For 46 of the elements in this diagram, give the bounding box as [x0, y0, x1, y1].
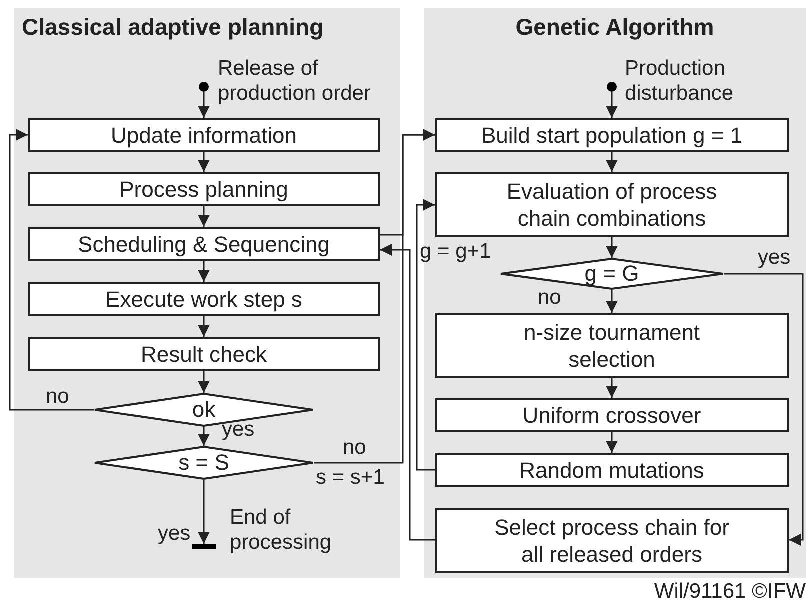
- process-box: Result check: [28, 337, 380, 371]
- end-bar: [192, 544, 216, 549]
- edge-label: yes: [158, 522, 191, 546]
- arrow: [198, 427, 210, 446]
- process-box: Scheduling & Sequencing: [28, 227, 380, 261]
- process-box: Build start population g = 1: [435, 118, 789, 152]
- process-box: Execute work step s: [28, 282, 380, 316]
- panel-heading: Genetic Algorithm: [514, 13, 716, 42]
- arrow: [606, 432, 618, 453]
- edge-label: g = g+1: [420, 240, 492, 264]
- arrow: [606, 237, 618, 258]
- process-box: Update information: [28, 118, 380, 152]
- process-box: Random mutations: [435, 453, 789, 487]
- process-box: n-size tournament selection: [435, 313, 789, 378]
- process-box: Evaluation of process chain combinations: [435, 172, 789, 237]
- edge-label: yes: [758, 246, 791, 270]
- edge-label: no: [46, 385, 70, 409]
- process-box: Process planning: [28, 172, 380, 206]
- panel: [14, 8, 400, 578]
- arrow: [606, 378, 618, 398]
- panel-heading: Classical adaptive planning: [22, 13, 324, 42]
- arrow: [198, 152, 210, 172]
- decision-diamond: g = G: [500, 258, 724, 290]
- decision-diamond: s = S: [94, 446, 314, 480]
- note-text: Wil/91161 ©IFW: [654, 580, 806, 604]
- beside-text: End of processing: [230, 505, 333, 555]
- arrow: [198, 371, 210, 393]
- note-text: s = s+1: [316, 466, 385, 490]
- arrow: [9, 129, 94, 411]
- process-box: Select process chain for all released orders: [435, 508, 789, 573]
- arrow: [198, 480, 210, 544]
- arrow: [198, 316, 210, 337]
- arrow: [606, 92, 618, 118]
- arrow: [198, 92, 210, 118]
- arrow: [198, 206, 210, 227]
- arrow: [606, 152, 618, 172]
- beside-text: Release of production order: [218, 56, 372, 106]
- beside-text: Production disturbance: [625, 56, 735, 106]
- arrow: [380, 244, 435, 541]
- process-box: Uniform crossover: [435, 398, 789, 432]
- arrow: [380, 129, 435, 236]
- arrow: [606, 290, 618, 313]
- arrow: [198, 261, 210, 282]
- arrow: [724, 273, 804, 546]
- edge-label: no: [343, 436, 366, 460]
- arrow: [416, 199, 435, 471]
